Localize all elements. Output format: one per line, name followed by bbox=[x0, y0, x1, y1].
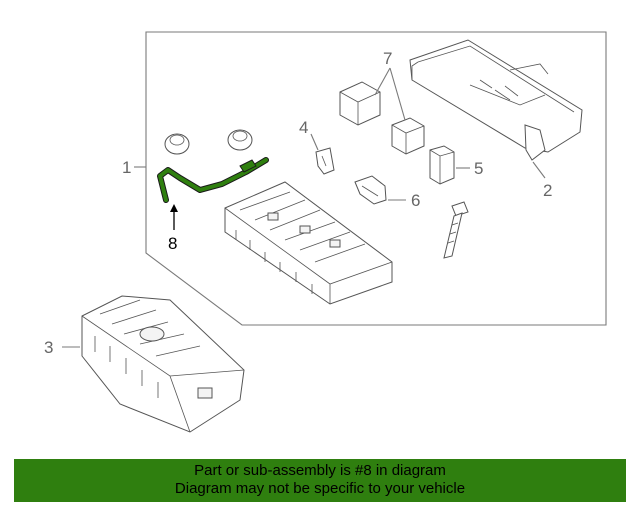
callout-4: 4 bbox=[299, 118, 308, 137]
callout-3: 3 bbox=[44, 338, 53, 357]
callout-8-arrowhead bbox=[170, 204, 178, 212]
info-banner: Part or sub-assembly is #8 in diagram Di… bbox=[14, 459, 626, 502]
callout-7-leader-b bbox=[389, 67, 406, 121]
banner-line-2: Diagram may not be specific to your vehi… bbox=[174, 480, 466, 497]
callout-2: 2 bbox=[543, 181, 552, 200]
fuse-box-cover[interactable] bbox=[409, 39, 583, 161]
assembly-frame bbox=[145, 31, 607, 326]
nut-right[interactable] bbox=[227, 129, 253, 151]
parts-diagram: 1 2 7 4 5 6 bbox=[44, 31, 607, 433]
banner-line-1: Part or sub-assembly is #8 in diagram bbox=[194, 462, 446, 479]
relay-large[interactable] bbox=[339, 81, 381, 126]
relay-small[interactable] bbox=[391, 117, 425, 155]
fuse-clip[interactable] bbox=[315, 147, 335, 175]
callout-2-leader bbox=[532, 161, 546, 179]
callout-8: 8 bbox=[168, 234, 177, 253]
callout-4-leader bbox=[310, 133, 319, 151]
callout-7-leader-a bbox=[374, 67, 391, 96]
mounting-bracket[interactable] bbox=[354, 175, 387, 205]
battery-cable-harness[interactable] bbox=[157, 157, 269, 203]
nut-left[interactable] bbox=[164, 133, 190, 155]
fuse-box-body[interactable] bbox=[224, 181, 393, 305]
fuse-block[interactable] bbox=[429, 145, 455, 185]
callout-6: 6 bbox=[411, 191, 420, 210]
mounting-bolt[interactable] bbox=[443, 201, 469, 259]
callout-5: 5 bbox=[474, 159, 483, 178]
fuse-box-tray[interactable] bbox=[81, 295, 245, 433]
callout-1: 1 bbox=[122, 158, 131, 177]
callout-7: 7 bbox=[383, 49, 392, 68]
